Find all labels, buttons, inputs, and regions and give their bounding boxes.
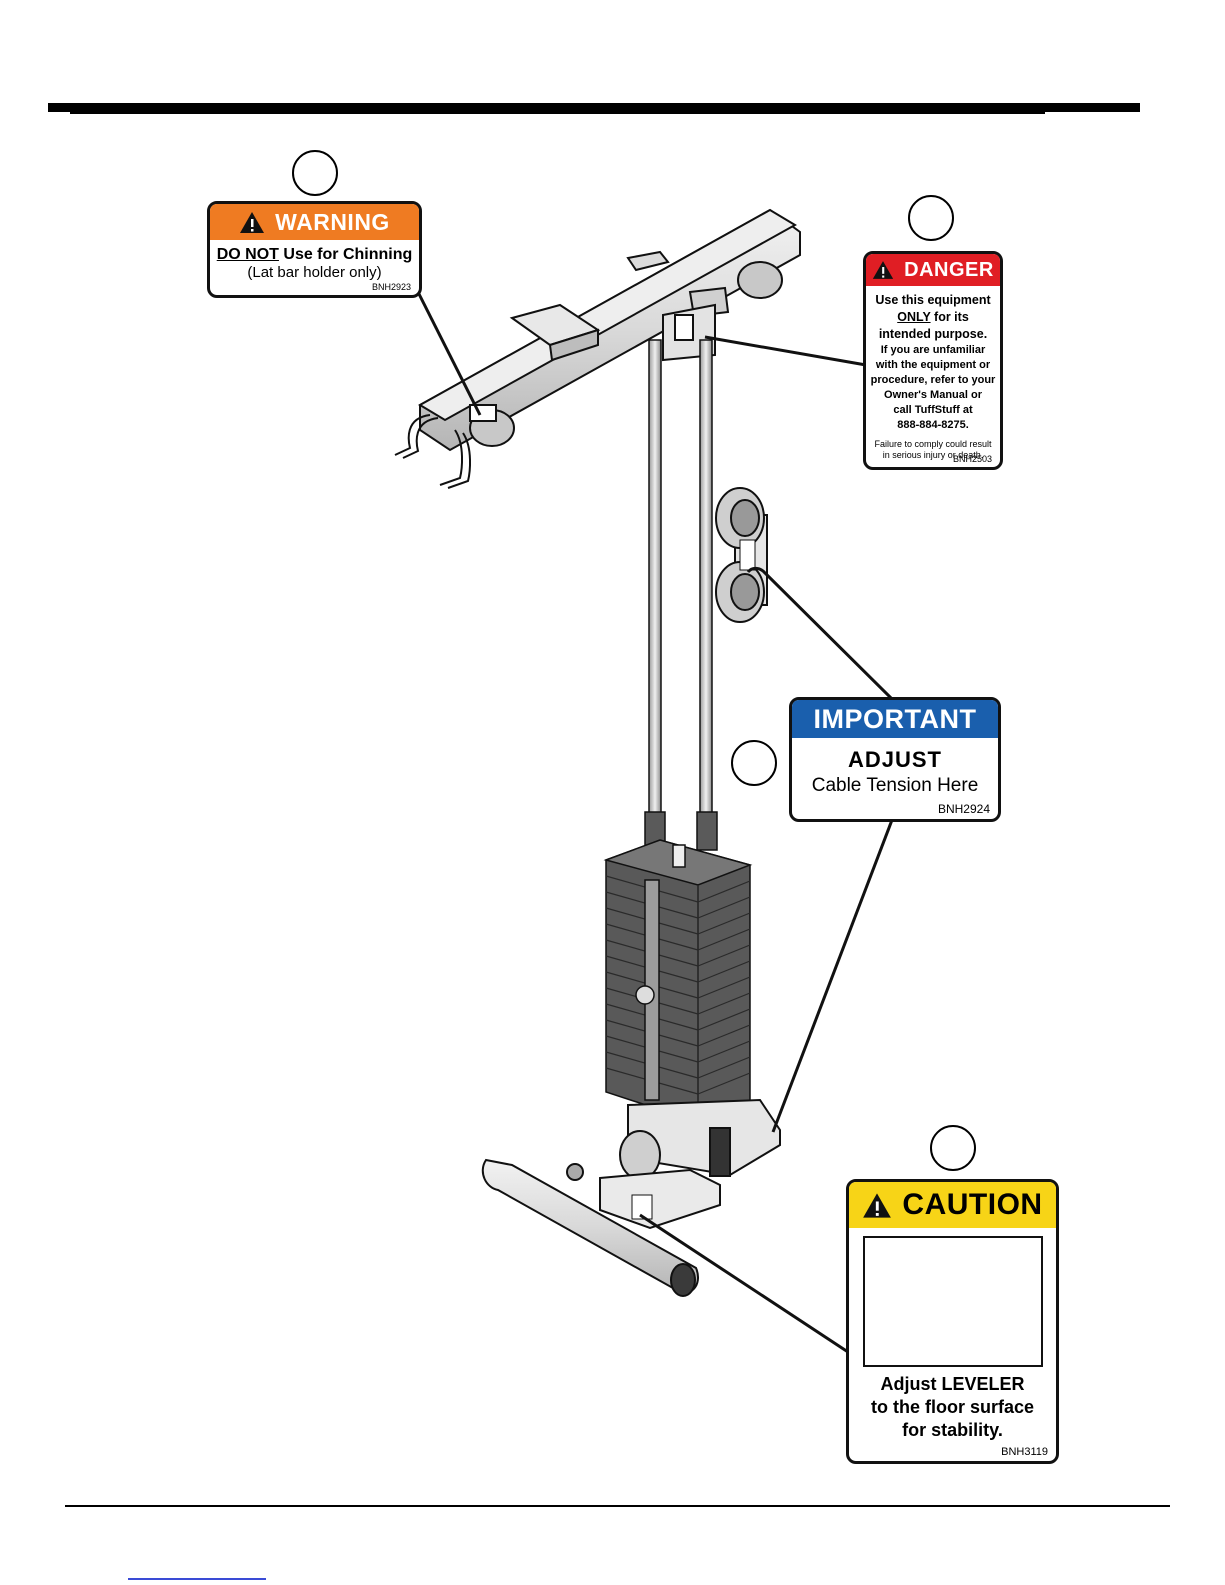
warning-line-1: DO NOT Use for Chinning <box>210 246 419 264</box>
top-beam <box>418 208 801 452</box>
danger-line-7: Owner's Manual or <box>884 389 982 401</box>
important-line-2: Cable Tension Here <box>811 775 979 796</box>
bar-hooks <box>394 414 471 489</box>
danger-line-4: If you are unfamiliar <box>880 344 986 356</box>
caution-code: BNH3119 <box>1001 1446 1048 1458</box>
warning-decal: WARNING DO NOT Use for Chinning (Lat bar… <box>207 201 422 298</box>
danger-triangle-icon <box>873 261 894 279</box>
caution-title: CAUTION <box>902 1188 1043 1221</box>
warning-emphasis: DO NOT <box>216 246 279 263</box>
footer-rule <box>65 1505 1170 1507</box>
callout-circle-caution <box>930 1125 976 1171</box>
danger-code: BNH2503 <box>952 454 992 464</box>
warning-line-1-rest: Use for Chinning <box>278 246 413 263</box>
floating-pulley <box>715 487 768 623</box>
important-decal: IMPORTANT ADJUST Cable Tension Here BNH2… <box>789 697 1001 822</box>
header-rule-secondary <box>70 112 1045 114</box>
important-title: IMPORTANT <box>813 703 977 734</box>
danger-secondary-text: If you are unfamiliar with the equipment… <box>866 343 1000 433</box>
danger-decal: DANGER Use this equipment ONLY for its i… <box>863 251 1003 470</box>
danger-fine-2: in serious injury or death. <box>882 450 984 460</box>
leader-lines <box>416 291 895 1354</box>
caution-decal: CAUTION Adjust LEVELER to the floor surf… <box>846 1179 1059 1464</box>
warning-code: BNH2923 <box>371 282 411 292</box>
caution-triangle-icon <box>863 1192 892 1218</box>
warning-title: WARNING <box>275 208 390 235</box>
base-frame <box>481 1098 781 1297</box>
danger-emphasis: ONLY <box>897 310 931 324</box>
danger-line-2-rest: for its <box>930 310 969 324</box>
important-code: BNH2924 <box>937 802 990 816</box>
danger-fine-print: Failure to comply could result in seriou… <box>866 439 1000 461</box>
danger-header: DANGER <box>866 254 1000 286</box>
warning-header: WARNING <box>210 204 419 240</box>
danger-line-6: procedure, refer to your <box>870 374 996 386</box>
danger-line-9: 888-884-8275. <box>897 419 969 431</box>
danger-line-2: ONLY for its <box>866 309 1000 326</box>
warning-triangle-icon <box>240 211 265 233</box>
footer-link-underline[interactable] <box>128 1578 266 1580</box>
danger-line-3: intended purpose. <box>878 327 988 341</box>
caution-line-1: Adjust LEVELER <box>880 1374 1025 1394</box>
callout-circle-important <box>731 740 777 786</box>
caution-line-3: for stability. <box>902 1420 1003 1440</box>
header-rule <box>48 103 1140 112</box>
warning-line-2: (Lat bar holder only) <box>247 264 382 281</box>
danger-line-1: Use this equipment <box>875 293 991 307</box>
guide-rod-left <box>648 339 662 821</box>
weight-stack <box>603 811 753 1123</box>
danger-line-5: with the equipment or <box>875 359 991 371</box>
caution-header: CAUTION <box>849 1182 1056 1228</box>
danger-main-text: Use this equipment ONLY for its intended… <box>866 292 1000 343</box>
important-line-1: ADJUST <box>847 747 942 772</box>
danger-title: DANGER <box>904 258 994 281</box>
caution-picture-frame <box>862 1236 1043 1367</box>
guide-rod-right <box>699 339 713 821</box>
danger-line-8: call TuffStuff at <box>893 404 973 416</box>
danger-fine-1: Failure to comply could result <box>874 439 992 449</box>
important-header: IMPORTANT <box>792 700 998 738</box>
callout-circle-warning <box>292 150 338 196</box>
caution-line-2: to the floor surface <box>870 1397 1035 1417</box>
callout-circle-danger <box>908 195 954 241</box>
caution-text: Adjust LEVELER to the floor surface for … <box>849 1373 1056 1442</box>
